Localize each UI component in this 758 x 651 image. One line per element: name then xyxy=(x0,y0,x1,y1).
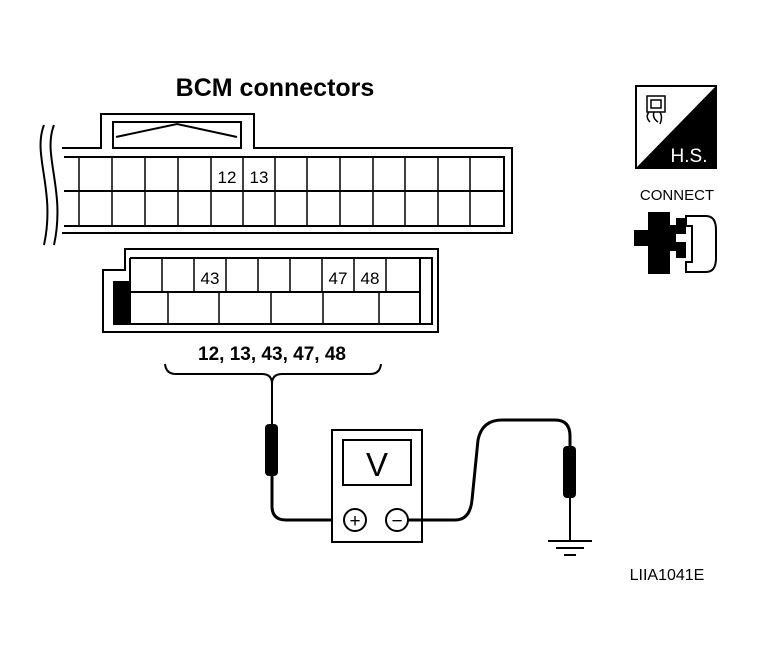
pin-label-48: 48 xyxy=(361,269,380,288)
hs-badge-label: H.S. xyxy=(671,146,708,167)
voltmeter xyxy=(331,429,423,543)
positive-test-probe xyxy=(265,384,343,522)
positive-terminal xyxy=(343,508,367,532)
harness-side-connector-icon xyxy=(646,95,666,125)
figure-id: LIIA1041E xyxy=(630,567,705,584)
pin-list-bracket xyxy=(164,363,382,385)
pin-label-13: 13 xyxy=(250,168,269,187)
harness-side-badge xyxy=(635,85,717,169)
pin-label-12: 12 xyxy=(218,168,237,187)
pin-label-43: 43 xyxy=(201,269,220,288)
minus-symbol: − xyxy=(391,511,402,532)
pin-list-label: 12, 13, 43, 47, 48 xyxy=(198,344,346,365)
pin-label-47: 47 xyxy=(329,269,348,288)
top-connector-pin-dividers xyxy=(78,157,471,226)
plus-symbol: + xyxy=(349,511,360,532)
bcm-connector-bottom xyxy=(102,248,439,333)
voltmeter-display: V xyxy=(366,446,388,483)
negative-test-probe xyxy=(408,418,576,540)
diagram-title: BCM connectors xyxy=(176,74,375,102)
bcm-connector-top xyxy=(62,113,513,234)
connected-connector-icon xyxy=(634,212,717,274)
ground-symbol-icon xyxy=(548,540,592,556)
harness-cut-marks xyxy=(39,124,59,246)
bottom-connector-pin-dividers xyxy=(161,258,387,324)
connect-badge-label: CONNECT xyxy=(640,187,714,204)
